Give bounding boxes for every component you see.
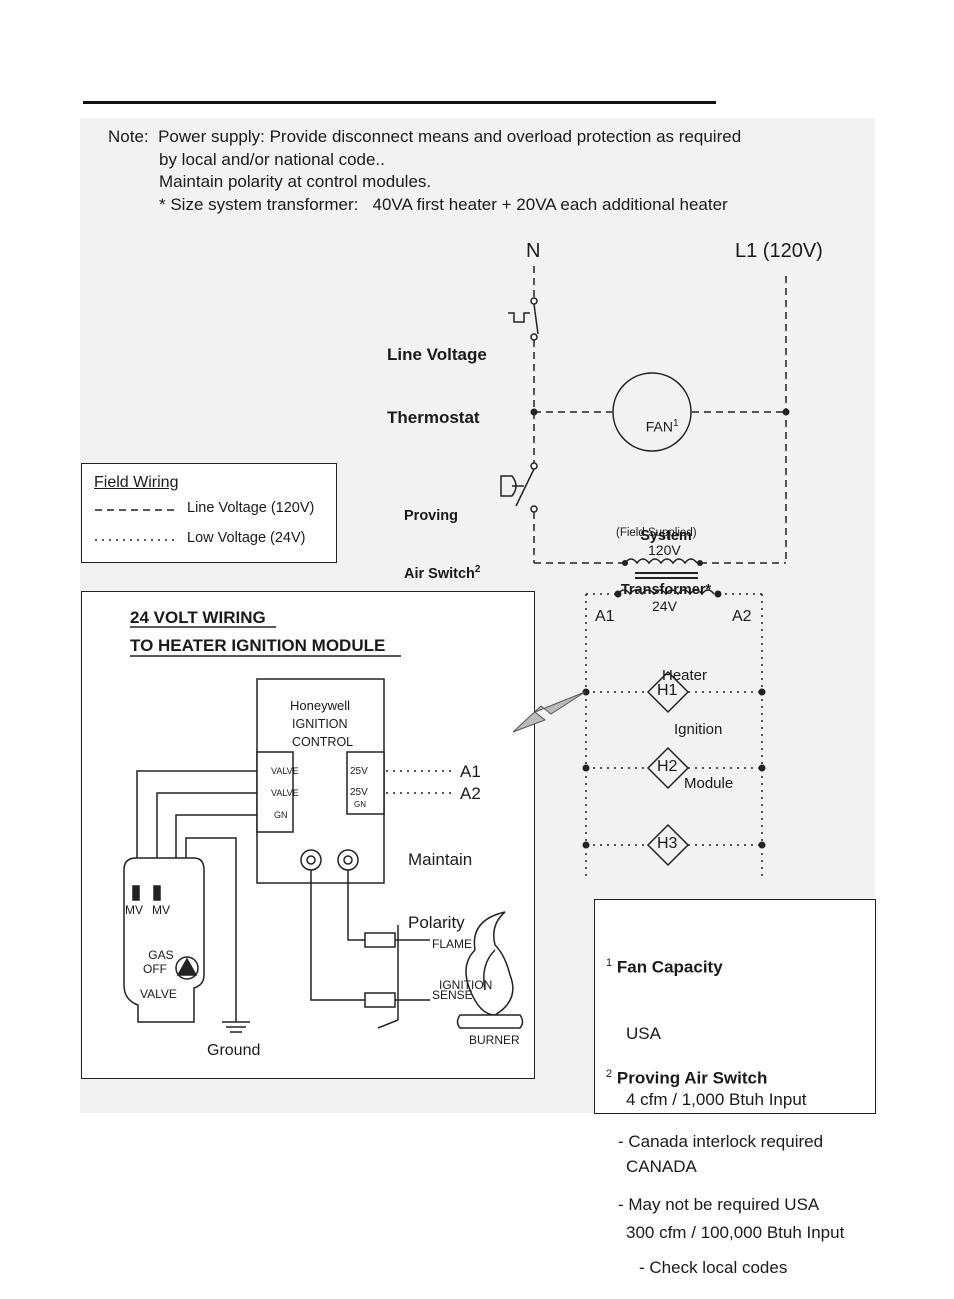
terminal-gn-2: GN: [354, 800, 366, 809]
ladder-caption: Heater Ignition Module: [662, 667, 734, 792]
line-label: L1 (120V): [735, 240, 823, 262]
heater-diamonds: [646, 670, 690, 867]
thermostat-label: Line Voltage Thermostat: [387, 345, 487, 427]
terminal-valve-2: VALVE: [271, 788, 299, 798]
detail-title-1: 24 VOLT WIRING: [130, 608, 266, 627]
ground-label: Ground: [207, 1042, 261, 1059]
low-voltage-wiring: [386, 593, 763, 880]
transformer-label: System Transformer*: [620, 528, 712, 598]
footnotes-box: [594, 899, 876, 1114]
detail-a2: A2: [460, 784, 481, 803]
note-label: Note:: [108, 127, 149, 146]
terminal-25v-1: 25V: [350, 766, 368, 777]
legend-low-voltage: Low Voltage (24V): [187, 530, 306, 546]
burner-label: BURNER: [469, 1033, 520, 1047]
air-switch: [500, 462, 538, 513]
terminal-valve-1: VALVE: [271, 766, 299, 776]
pointer-arrow: [512, 691, 586, 733]
air-switch-footnote: 2 Proving Air Switch - Canada interlock …: [606, 1068, 824, 1277]
line-voltage-wiring: [533, 266, 787, 564]
burner-icon: [456, 1014, 524, 1029]
wiring-diagram: [95, 266, 790, 1033]
off-label: OFF: [143, 962, 167, 976]
ignition-label: IGNITION: [439, 978, 493, 992]
mv-label-2: MV: [152, 903, 170, 917]
flame-sense-label: FLAME SENSE: [432, 937, 473, 1002]
note-line-3: Maintain polarity at control modules.: [159, 172, 432, 191]
heater-h3: H3: [657, 835, 678, 852]
brand-label: Honeywell: [290, 698, 350, 713]
control-label-2: CONTROL: [292, 735, 354, 749]
note-line-1: Power supply: Provide disconnect means a…: [158, 127, 742, 146]
fan-motor: [612, 372, 692, 452]
electrode-wires: [310, 870, 430, 1029]
note-line-4: * Size system transformer: 40VA first he…: [159, 194, 728, 214]
polarity-label: Maintain Polarity: [408, 850, 473, 932]
field-wiring-legend: [81, 463, 337, 563]
mv-terminal-1: [132, 885, 140, 901]
flame-icon: [465, 911, 514, 1016]
ladder-a1: A1: [595, 608, 615, 625]
gas-valve-body: [123, 857, 205, 1023]
fan-label: FAN1: [645, 418, 679, 435]
control-label-1: IGNITION: [292, 717, 348, 731]
detail-a1: A1: [460, 762, 481, 781]
heater-h1: H1: [657, 682, 678, 699]
detail-title-2: TO HEATER IGNITION MODULE: [130, 636, 386, 655]
terminal-25v-2: 25V: [350, 787, 368, 798]
mv-label-1: MV: [125, 903, 143, 917]
legend-line-voltage: Line Voltage (120V): [187, 500, 315, 516]
ladder-a2: A2: [732, 608, 752, 625]
transformer-coils: [617, 558, 715, 596]
valve-knob: [175, 956, 199, 980]
page-rule: [83, 101, 716, 104]
primary-voltage: 120V: [648, 542, 681, 558]
gas-valve-label: GAS VALVE: [140, 948, 177, 1001]
air-switch-label: Proving Air Switch2: [404, 508, 481, 582]
thermostat-switch: [508, 297, 539, 341]
junction-dots: [530, 408, 790, 849]
neutral-label: N: [526, 240, 541, 262]
notes-block: Note: Power supply: Provide disconnect m…: [108, 126, 741, 216]
note-line-2: by local and/or national code..: [159, 149, 385, 169]
terminal-gn: GN: [274, 810, 288, 820]
legend-title: Field Wiring: [94, 474, 179, 491]
secondary-voltage: 24V: [652, 598, 677, 614]
transformer-subtitle: (Field Supplied): [616, 527, 697, 539]
heater-h2: H2: [657, 758, 678, 775]
mv-terminal-2: [153, 885, 161, 901]
ground-symbol: [222, 1021, 250, 1033]
